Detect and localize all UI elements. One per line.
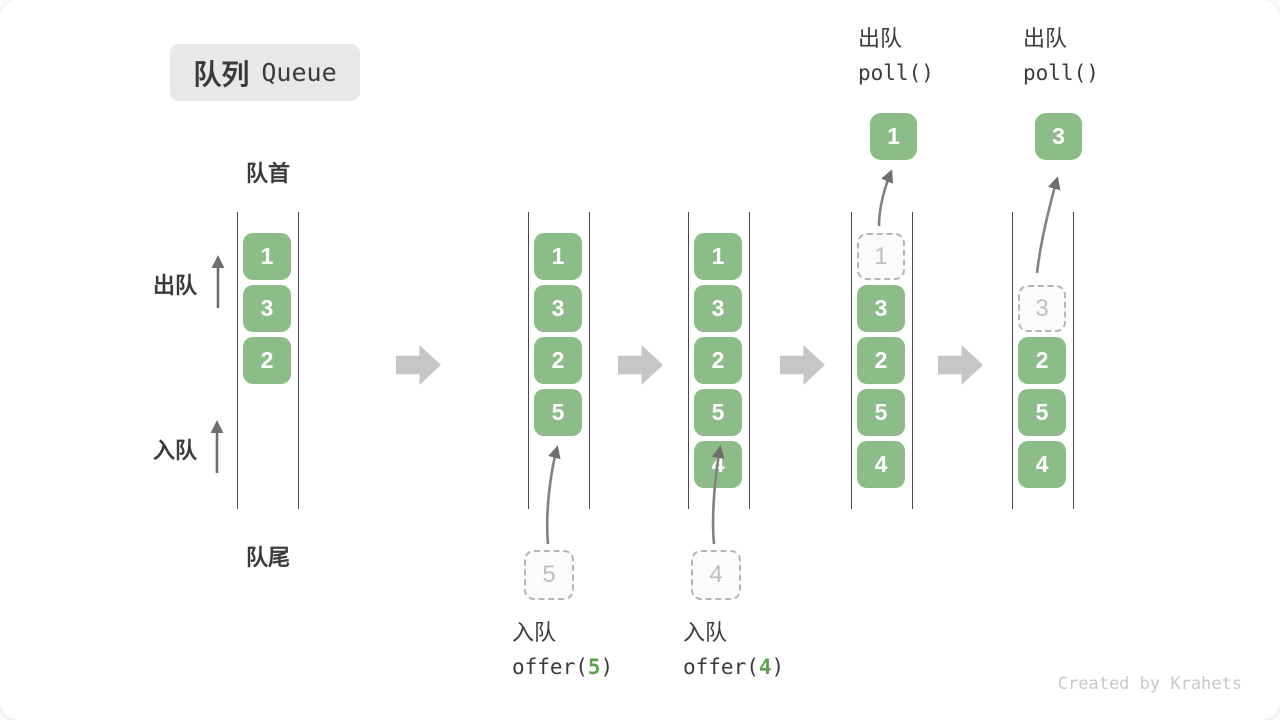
queue-item: 5 [857, 389, 905, 436]
enqueue-op-1-code: offer(5) [512, 655, 614, 679]
enqueue-op-1: 入队 offer(5) [512, 618, 613, 686]
enqueue-op-2-arg: 4 [758, 655, 772, 679]
queue-item: 5 [694, 389, 742, 436]
queue-item: 4 [694, 441, 742, 488]
watermark: Created by Krahets [1057, 674, 1242, 694]
step-arrow-icon [618, 345, 663, 385]
enqueue-op-2: 入队 offer(4) [683, 618, 784, 686]
step-arrow-icon [780, 345, 825, 385]
queue-item: 3 [857, 285, 905, 332]
dequeue-op-2-label: 出队 [1023, 26, 1068, 51]
enqueue-op-2-label: 入队 [683, 620, 728, 645]
queue-item-dashed: 3 [1018, 285, 1066, 332]
queue-item: 1 [534, 233, 582, 280]
queue-item-dashed: 1 [857, 233, 905, 280]
pending-element-5: 5 [524, 550, 574, 600]
queue-item: 2 [243, 337, 291, 384]
title-badge: 队列 Queue [170, 44, 360, 101]
dequeue-side-label: 出队 [153, 273, 198, 298]
queue-item: 2 [534, 337, 582, 384]
queue-item: 4 [857, 441, 905, 488]
queue-column-2: 1 3 2 5 [528, 212, 590, 509]
queue-item: 5 [1018, 389, 1066, 436]
enqueue-op-1-label: 入队 [512, 620, 557, 645]
queue-item: 1 [694, 233, 742, 280]
queue-item: 1 [243, 233, 291, 280]
queue-column-5: 3 2 5 4 [1012, 212, 1074, 509]
enqueue-op-1-arg: 5 [587, 655, 601, 679]
enqueue-side-label: 入队 [153, 438, 198, 463]
queue-column-4: 1 3 2 5 4 [851, 212, 913, 509]
queue-item: 5 [534, 389, 582, 436]
step-arrow-icon [938, 345, 983, 385]
queue-item: 3 [243, 285, 291, 332]
dequeue-op-1-label: 出队 [858, 26, 903, 51]
queue-front-label: 队首 [245, 161, 290, 186]
step-arrow-icon [396, 345, 441, 385]
title-english: Queue [261, 58, 337, 87]
queue-item: 3 [694, 285, 742, 332]
dequeue-op-1-code: poll() [858, 61, 934, 85]
queue-item: 3 [534, 285, 582, 332]
queue-column-1: 1 3 2 [237, 212, 299, 509]
title-chinese: 队列 [193, 58, 250, 90]
queue-item: 4 [1018, 441, 1066, 488]
dequeue-op-1: 出队 poll() [858, 24, 934, 92]
poll-result-3: 3 [1035, 113, 1082, 160]
queue-item: 2 [694, 337, 742, 384]
queue-item: 2 [1018, 337, 1066, 384]
pending-element-4: 4 [691, 550, 741, 600]
queue-column-3: 1 3 2 5 4 [688, 212, 750, 509]
poll-result-1: 1 [870, 113, 917, 160]
enqueue-op-2-code: offer(4) [683, 655, 785, 679]
dequeue-op-2-code: poll() [1023, 61, 1099, 85]
queue-rear-label: 队尾 [245, 545, 290, 570]
dequeue-op-2: 出队 poll() [1023, 24, 1099, 92]
queue-item: 2 [857, 337, 905, 384]
